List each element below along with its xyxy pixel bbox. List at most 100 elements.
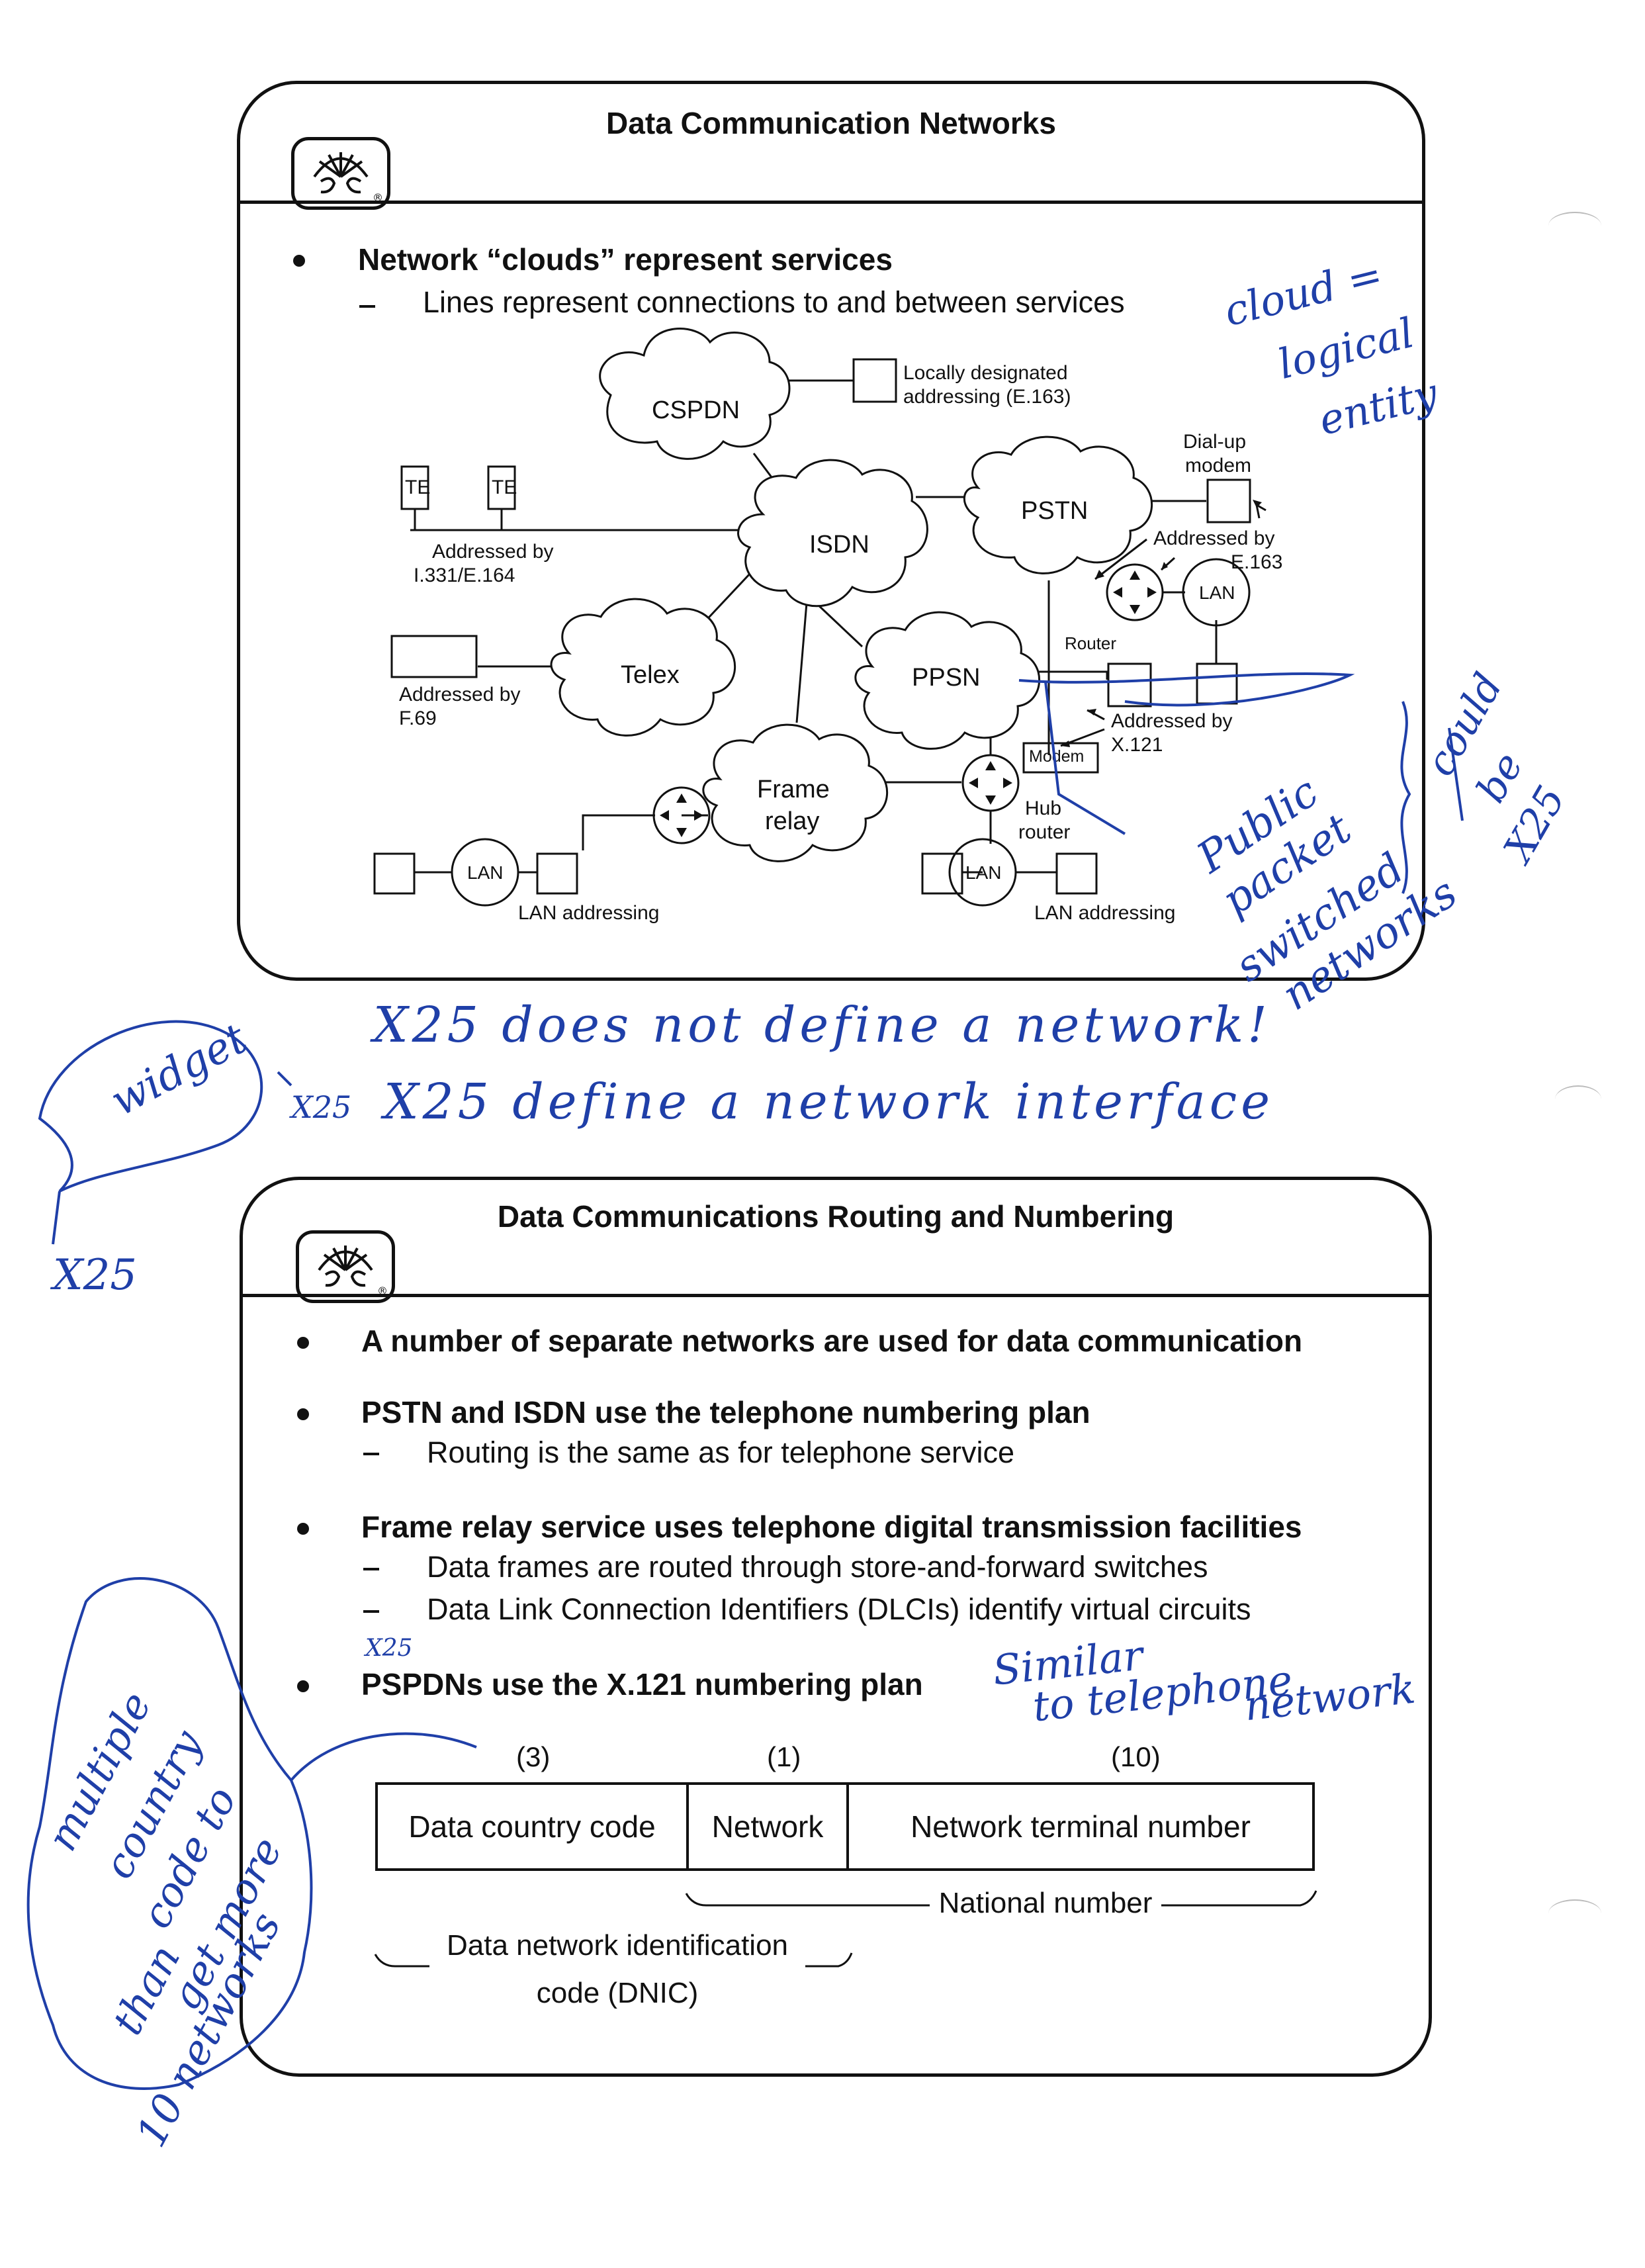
- cloud-label-cspdn: CSPDN: [652, 396, 740, 424]
- slide-data-communication-networks: Data Communication Networks ® Network “c…: [237, 81, 1425, 981]
- arrow-pstn-addr: [1094, 538, 1147, 580]
- field-network-terminal-number: Network terminal number: [846, 1782, 1315, 1871]
- bullet-text: PSPDNs use the X.121 numbering plan: [361, 1667, 923, 1701]
- pen-brace-public: [1044, 681, 1464, 835]
- sub-dash: [363, 1610, 379, 1613]
- te-label-1: TE: [405, 476, 431, 498]
- line-isdn-ppsn: [815, 602, 864, 648]
- company-logo: ®: [296, 1230, 395, 1303]
- handwritten-x25-over: X25: [365, 1635, 413, 1662]
- cloud-telex: [550, 598, 736, 737]
- isdn-addr-label-1: Addressed by: [432, 541, 554, 563]
- x121-addr-label-2: X.121: [1111, 734, 1163, 756]
- x121-box: [1107, 662, 1152, 707]
- dnic-label-2: code (DNIC): [536, 1977, 699, 2009]
- digits-label-dcc: (3): [516, 1741, 551, 1772]
- bullet-text: Network “clouds” represent services: [358, 242, 893, 277]
- national-number-label: National number: [938, 1887, 1153, 1919]
- sub-dash: [363, 1568, 379, 1570]
- title-rule: [240, 201, 1422, 204]
- bullet-dot: [297, 1408, 309, 1420]
- sub-bullet-text: Lines represent connections to and betwe…: [423, 285, 1125, 319]
- lan2-box-right: [1055, 852, 1098, 895]
- hub-label-2: router: [1018, 821, 1071, 843]
- sub-bullet-text: Routing is the same as for telephone ser…: [427, 1435, 1014, 1469]
- sub-dash: [359, 305, 375, 308]
- cloud-label-frame: Frame: [757, 776, 830, 803]
- locally-box: [852, 358, 897, 403]
- cloud-isdn: [737, 459, 928, 608]
- bullet-dot: [297, 1337, 309, 1349]
- dialup-label-1: Dial-up: [1183, 431, 1247, 453]
- router-circle-frame: [652, 786, 711, 844]
- cloud-label-isdn: ISDN: [809, 531, 869, 559]
- lan-circle-3: [1182, 558, 1251, 627]
- hub-label-1: Hub: [1025, 797, 1062, 819]
- dialup-label-2: modem: [1185, 455, 1252, 476]
- punch-hole-mark: [1548, 212, 1601, 240]
- digits-label-network: (1): [767, 1741, 801, 1772]
- router-circle-hub: [961, 754, 1020, 812]
- bullet-dot: [293, 255, 305, 267]
- bullet-text: Frame relay service uses telephone digit…: [361, 1510, 1302, 1544]
- locally-label-2: addressing (E.163): [903, 386, 1071, 408]
- dialup-modem-box: [1206, 478, 1251, 523]
- te-box-2: [487, 465, 516, 510]
- slide-routing-and-numbering: Data Communications Routing and Numberin…: [240, 1177, 1432, 2077]
- lan-label-3: LAN: [1199, 582, 1235, 603]
- punch-hole-mark: [1555, 1085, 1601, 1113]
- line-isdn-frame: [795, 602, 808, 723]
- lan2-box-left: [921, 852, 963, 895]
- lan-addressing-label-1: LAN addressing: [518, 902, 660, 924]
- handwritten-x25-line-2: X25 define a network interface: [384, 1073, 1274, 1130]
- lan-circle-1: [451, 838, 519, 907]
- cloud-label-telex: Telex: [621, 661, 680, 689]
- slide-title: Data Communications Routing and Numberin…: [497, 1199, 1175, 1234]
- sub-bullet-text: Data Link Connection Identifiers (DLCIs)…: [427, 1592, 1251, 1626]
- bullet-text: A number of separate networks are used f…: [361, 1324, 1303, 1358]
- sub-bullet-text: Data frames are routed through store-and…: [427, 1550, 1208, 1584]
- pen-scribble-ppsn: [1018, 672, 1355, 707]
- lan-label-1: LAN: [467, 862, 504, 883]
- pen-brace-could: [1400, 701, 1411, 894]
- lan-circle-2: [948, 838, 1017, 907]
- bullet-dot: [297, 1523, 309, 1535]
- pen-multiple-bubble: [26, 1577, 313, 2090]
- te-label-2: TE: [492, 476, 517, 498]
- pstn-addr-label-1: Addressed by: [1153, 527, 1275, 549]
- cloud-ppsn: [854, 611, 1040, 750]
- cloud-label-pstn: PSTN: [1021, 497, 1089, 525]
- telex-addr-label-2: F.69: [399, 707, 437, 729]
- title-rule: [243, 1294, 1429, 1297]
- lan1-box-right: [536, 852, 578, 895]
- sub-dash: [363, 1453, 379, 1455]
- company-logo: ®: [291, 137, 390, 210]
- router-circle-pstn: [1106, 563, 1164, 621]
- bullet-dot: [297, 1680, 309, 1692]
- cloud-cspdn: [599, 328, 791, 460]
- lan-label-2: LAN: [965, 862, 1002, 883]
- line-router-lan1: [582, 814, 655, 850]
- lan1-box-left: [373, 852, 416, 895]
- brace-lines: [374, 1890, 1317, 1968]
- cloud-label-ppsn: PPSN: [912, 664, 981, 692]
- lan-addressing-label-2: LAN addressing: [1034, 902, 1176, 924]
- pen-multiple-pointer: [290, 1732, 477, 1782]
- router-label: Router: [1065, 633, 1117, 653]
- bullet-text: PSTN and ISDN use the telephone numberin…: [361, 1395, 1090, 1429]
- cloud-label-relay: relay: [765, 807, 820, 835]
- digits-label-terminal: (10): [1111, 1741, 1161, 1772]
- modem-box: [1022, 742, 1099, 774]
- telex-addr-label-1: Addressed by: [399, 684, 521, 705]
- modem-label: Modem: [1029, 747, 1085, 766]
- pen-widget-bubble: [38, 1020, 263, 1193]
- handwritten-x25-line-1: X25 does not define a network!: [373, 997, 1271, 1054]
- network-diagram: [373, 328, 1267, 907]
- isdn-addr-label-2: I.331/E.164: [414, 565, 515, 586]
- slide-title: Data Communication Networks: [606, 106, 1056, 140]
- telex-terminal-box: [390, 635, 478, 678]
- cloud-pstn: [963, 435, 1153, 574]
- dnic-label-1: Data network identification: [446, 1929, 789, 1962]
- punch-hole-mark: [1548, 1899, 1601, 1927]
